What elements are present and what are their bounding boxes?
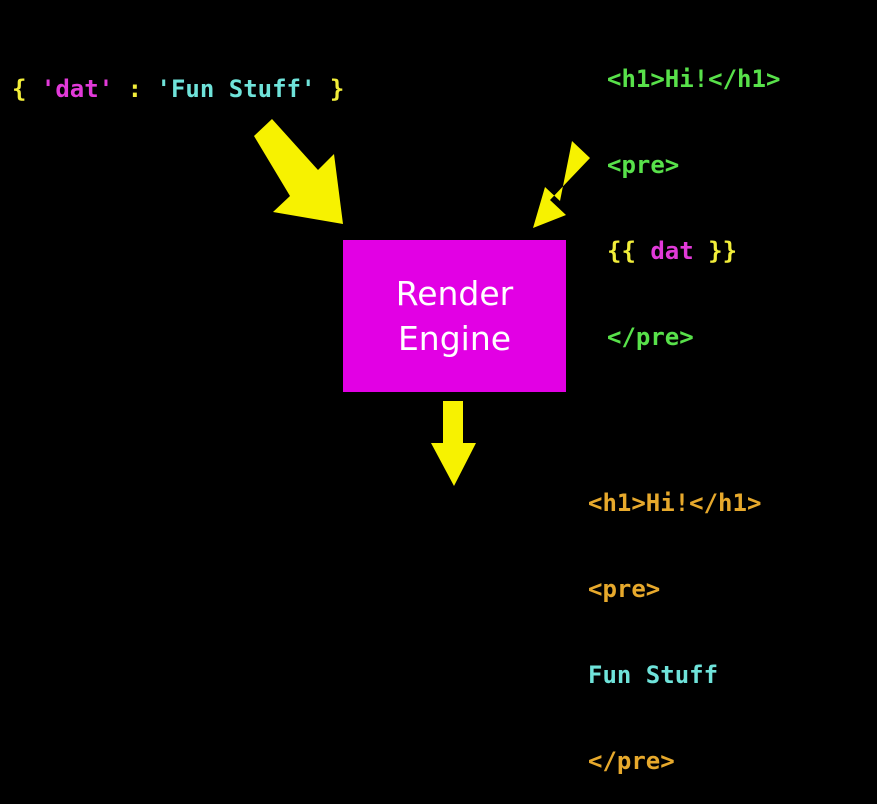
arrow-down-shape <box>431 401 476 486</box>
template-code: <h1>Hi!</h1> <pre> {{ dat }} </pre> <box>607 12 780 380</box>
dict-close-brace: } <box>315 75 345 103</box>
output-line-pre-open: <pre> <box>588 575 661 603</box>
template-placeholder-open: {{ <box>607 237 651 265</box>
output-code: <h1>Hi!</h1> <pre> Fun Stuff </pre> <box>588 436 761 804</box>
dict-colon: : <box>113 75 157 103</box>
arrow-right-shape <box>533 141 590 228</box>
template-line-placeholder: {{ dat }} <box>607 232 780 270</box>
template-placeholder-var: dat <box>650 237 694 265</box>
template-line-h1: <h1>Hi!</h1> <box>607 65 781 93</box>
output-line-content: Fun Stuff <box>588 661 719 689</box>
output-line-h1: <h1>Hi!</h1> <box>588 489 762 517</box>
dict-key: 'dat' <box>40 75 114 103</box>
arrow-left-shape <box>254 119 343 224</box>
render-engine-label-line2: Engine <box>397 319 512 358</box>
output-line-pre-close: </pre> <box>588 747 675 775</box>
arrow-from-template-icon <box>533 141 590 228</box>
template-placeholder-close: }} <box>693 237 738 265</box>
template-line-pre-close: </pre> <box>607 323 694 351</box>
render-engine-label-line1: Render <box>395 274 514 313</box>
dict-value: 'Fun Stuff' <box>156 75 316 103</box>
arrow-from-data-icon <box>254 119 343 224</box>
data-dictionary: { 'dat' : 'Fun Stuff' } <box>12 77 344 101</box>
dict-open-brace: { <box>12 75 41 103</box>
template-line-pre-open: <pre> <box>607 151 680 179</box>
render-engine-box: Render Engine <box>343 240 566 392</box>
arrow-to-output-icon <box>431 401 476 486</box>
